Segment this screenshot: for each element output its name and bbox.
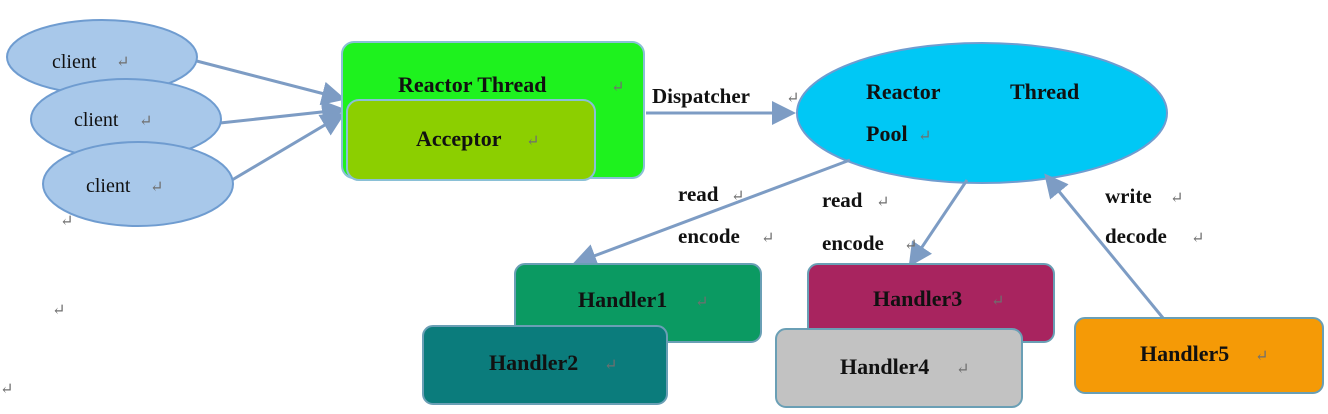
middle-edge-label: read ↵ encode ↵ (822, 188, 917, 255)
handler2-box (422, 325, 668, 405)
left-edge-encode: encode (678, 224, 740, 248)
handler1-label: Handler1 (578, 287, 667, 312)
left-edge-read: read (678, 182, 719, 206)
handler2-label: Handler2 (489, 350, 578, 375)
middle-edge-encode: encode (822, 231, 884, 255)
acceptor-label: Acceptor (416, 126, 502, 151)
reactor-thread-label: Reactor Thread (398, 72, 547, 97)
paragraph-mark-icon: ↵ (1255, 348, 1268, 365)
reactor-thread-pool-shape (796, 42, 1168, 184)
right-edge-label: write ↵ decode ↵ (1105, 184, 1204, 248)
paragraph-mark-icon: ↵ (731, 188, 744, 205)
pool-label-reactor: Reactor (866, 79, 941, 104)
client-label-2: client (74, 109, 119, 131)
client-label-1: client (52, 51, 97, 73)
paragraph-mark-icon: ↵ (695, 294, 708, 311)
handler4-label: Handler4 (840, 354, 929, 379)
handler4-node: Handler4 ↵ (775, 328, 1023, 408)
middle-edge-read: read (822, 188, 863, 212)
handler2-node: Handler2 ↵ (422, 325, 668, 405)
client-label-3: client (86, 175, 131, 197)
client3-arrow (231, 112, 346, 182)
acceptor-box (346, 99, 596, 181)
pool-to-handler1-arrow (572, 158, 851, 267)
handler5-node: Handler5 ↵ (1074, 317, 1324, 394)
paragraph-mark-icon: ↵ (876, 194, 889, 211)
acceptor-node: Acceptor ↵ (346, 99, 596, 181)
pool-label-thread: Thread (1010, 79, 1079, 104)
handler1-node: Handler1 ↵ (514, 263, 762, 343)
handler5-box (1074, 317, 1324, 394)
paragraph-mark-icon: ↵ (956, 361, 969, 378)
client2-arrow (219, 100, 346, 125)
paragraph-mark-icon: ↵ (52, 302, 65, 319)
client1-arrow (184, 56, 346, 106)
paragraph-mark-icon: ↵ (60, 213, 73, 230)
paragraph-mark-icon: ↵ (991, 293, 1004, 310)
handler5-to-pool-arrow (1044, 173, 1165, 319)
paragraph-mark-icon: ↵ (1170, 190, 1183, 207)
paragraph-mark-icon: ↵ (611, 79, 624, 96)
handler4-box (775, 328, 1023, 408)
client-node-1: client ↵ (6, 19, 198, 95)
reactor-thread-pool-node: Reactor Thread Pool ↵ (796, 42, 1168, 184)
paragraph-mark-icon: ↵ (150, 179, 163, 196)
client-node-2: client ↵ (30, 78, 222, 160)
right-edge-decode: decode (1105, 224, 1167, 248)
paragraph-mark-icon: ↵ (116, 54, 129, 71)
client-shape-3 (42, 141, 234, 227)
client-node-3: client ↵ (42, 141, 234, 227)
pool-to-handler3-arrow (908, 179, 969, 267)
handler5-label: Handler5 (1140, 341, 1229, 366)
paragraph-mark-icon: ↵ (786, 90, 799, 107)
dispatcher-label: Dispatcher (652, 84, 750, 108)
paragraph-mark-icon: ↵ (761, 230, 774, 247)
right-edge-write: write (1105, 184, 1152, 208)
pool-label-pool: Pool (866, 121, 908, 146)
paragraph-mark-icon: ↵ (0, 381, 13, 398)
paragraph-mark-icon: ↵ (918, 128, 931, 145)
left-edge-label: read ↵ encode ↵ (678, 182, 774, 248)
paragraph-mark-icon: ↵ (526, 133, 539, 150)
paragraph-mark-icon: ↵ (139, 113, 152, 130)
paragraph-mark-icon: ↵ (1191, 230, 1204, 247)
handler3-label: Handler3 (873, 286, 962, 311)
handler3-node: Handler3 ↵ (807, 263, 1055, 343)
paragraph-mark-icon: ↵ (604, 357, 617, 374)
paragraph-mark-icon: ↵ (904, 237, 917, 254)
